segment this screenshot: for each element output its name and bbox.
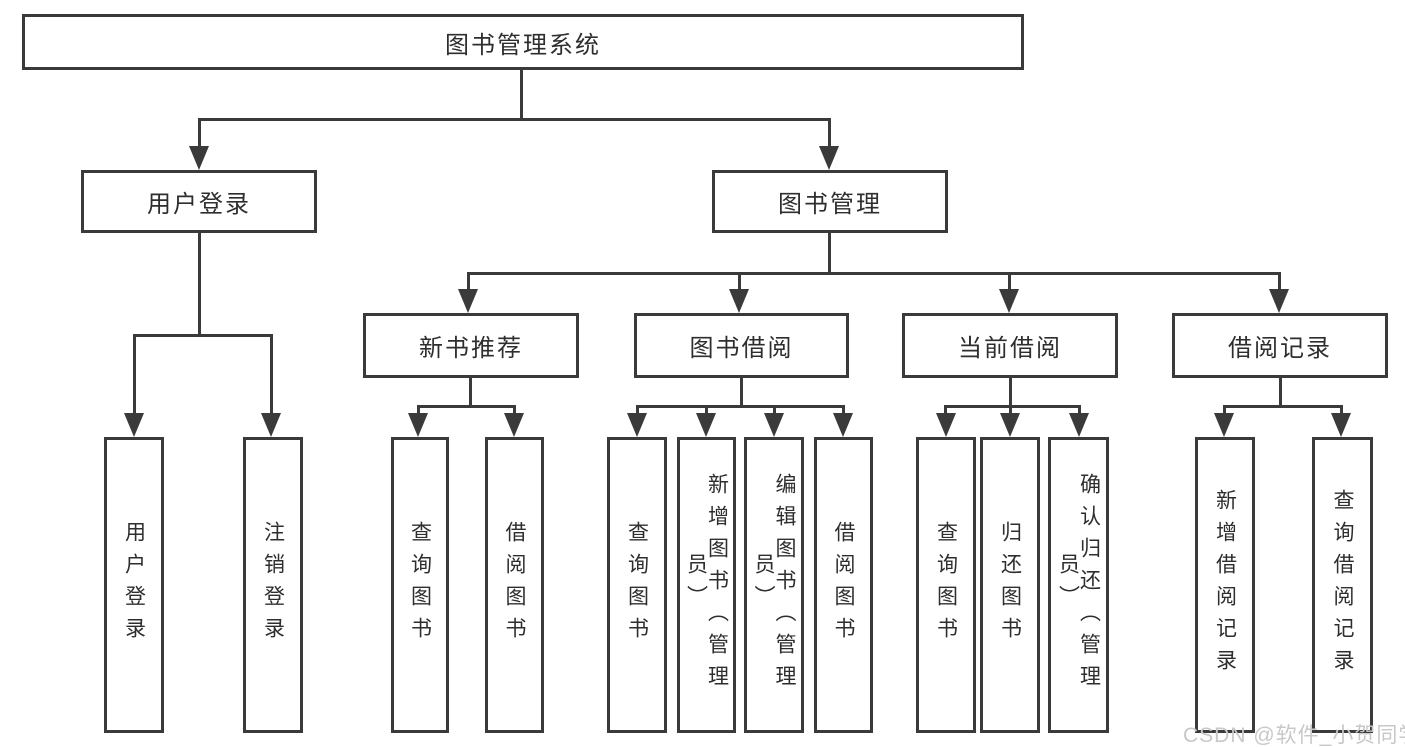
arrow-down [1214,413,1234,437]
arrow-down [764,413,784,437]
arrow-down [189,146,209,170]
connector-line [467,272,470,292]
connector-line [1279,376,1282,407]
connector-line [270,334,273,416]
connector-line [705,405,708,415]
arrow-down [458,289,478,313]
node-current-borrow: 当前借阅 [902,313,1118,378]
leaf-confirm-return-admin: 确认归还（管理员） [1048,437,1109,733]
node-book-management: 图书管理 [712,170,948,233]
leaf-user-login: 用户登录 [104,437,164,733]
connector-line [513,405,516,415]
arrow-down [729,289,749,313]
arrow-down [999,289,1019,313]
node-library-system: 图书管理系统 [22,14,1024,70]
leaf-logout: 注销登录 [243,437,303,733]
arrow-down [1269,289,1289,313]
leaf-return-book: 归还图书 [980,437,1040,733]
connector-line [773,405,776,415]
connector-line [740,376,743,407]
leaf-add-book-admin: 新增图书（管理员） [677,437,736,733]
arrow-down [408,413,428,437]
arrow-down [504,413,524,437]
connector-line [1223,405,1226,415]
connector-line [944,405,1081,408]
node-borrow-records: 借阅记录 [1172,313,1388,378]
leaf-query-book-borrow: 查询图书 [607,437,667,733]
connector-line [469,376,472,407]
connector-line [417,405,420,415]
arrow-down [1331,413,1351,437]
connector-line [133,334,273,337]
connector-line [1008,272,1011,292]
arrow-down [1069,413,1089,437]
connector-line [1009,376,1012,407]
node-book-borrow: 图书借阅 [634,313,849,378]
leaf-query-book-recommend: 查询图书 [391,437,449,733]
leaf-borrow-book: 借阅图书 [814,437,873,733]
connector-line [467,272,1281,275]
connector-line [1340,405,1343,415]
connector-line [417,405,516,408]
connector-line [198,232,201,337]
connector-line [1223,405,1343,408]
connector-line [133,334,136,416]
leaf-query-book-current: 查询图书 [916,437,976,733]
connector-line [198,118,831,121]
node-user-login: 用户登录 [81,170,317,233]
arrow-down [833,413,853,437]
arrow-down [819,146,839,170]
connector-line [1278,272,1281,292]
leaf-query-borrow-record: 查询借阅记录 [1312,437,1373,733]
connector-line [828,118,831,151]
connector-line [636,405,639,415]
arrow-down [261,413,281,437]
arrow-down [124,413,144,437]
connector-line [198,118,201,151]
node-new-book-recommend: 新书推荐 [363,313,579,378]
connector-line [944,405,947,415]
connector-line [1009,405,1012,415]
csdn-watermark: CSDN @软件_小贺同学 [1183,724,1405,747]
connector-line [636,405,844,408]
arrow-down [696,413,716,437]
arrow-down [627,413,647,437]
leaf-edit-book-admin: 编辑图书（管理员） [744,437,804,733]
leaf-borrow-book-recommend: 借阅图书 [485,437,544,733]
connector-line [828,232,831,275]
connector-line [738,272,741,292]
connector-line [842,405,845,415]
arrow-down [1000,413,1020,437]
leaf-add-borrow-record: 新增借阅记录 [1195,437,1255,733]
connector-line [520,69,523,119]
arrow-down [936,413,956,437]
connector-line [1078,405,1081,415]
